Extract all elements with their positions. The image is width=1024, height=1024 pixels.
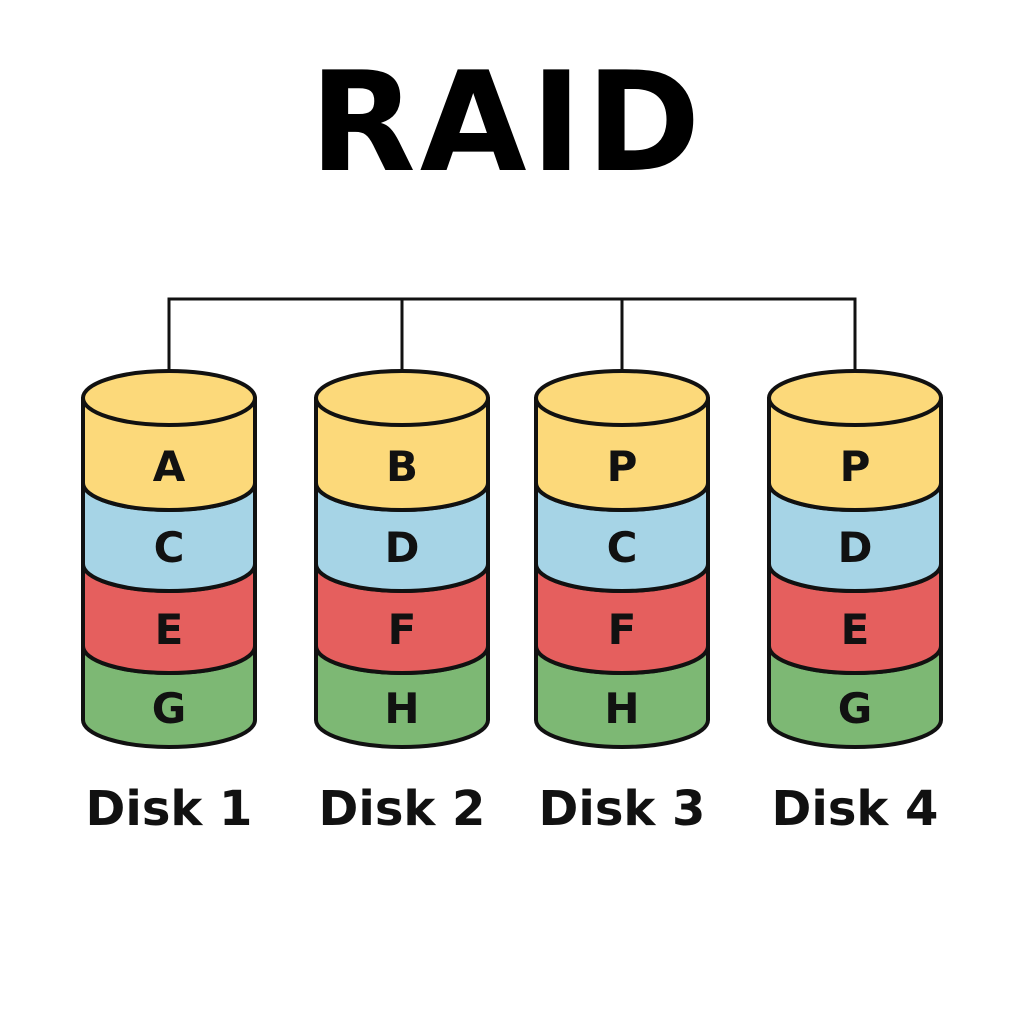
disk-4-band-1	[767, 396, 943, 512]
disk-4-name-label: Disk 4	[772, 781, 939, 837]
disk-3-block-4-label: H	[604, 684, 639, 733]
disk-1-block-3-label: E	[155, 605, 184, 654]
disk-2-block-3-label: F	[388, 605, 417, 654]
disk-3-name-label: Disk 3	[539, 781, 706, 837]
disk-3-band-3	[534, 562, 710, 675]
disk-2-name-label: Disk 2	[319, 781, 486, 837]
disk-1-band-2	[81, 481, 257, 593]
disk-2-top-cap	[314, 369, 490, 427]
disk-4-band-2	[767, 481, 943, 593]
disk-3-band-1	[534, 396, 710, 512]
disk-4-block-4-label: G	[838, 684, 872, 733]
disk-2-band-3	[314, 562, 490, 675]
disk-1-name-label: Disk 1	[86, 781, 253, 837]
disk-3-block-2-label: C	[607, 523, 638, 572]
disk-3-band-2	[534, 481, 710, 593]
disk-1-band-3	[81, 562, 257, 675]
disk-1-block-1-label: A	[153, 442, 186, 491]
disk-2-block-2-label: D	[385, 523, 420, 572]
disk-3-block-3-label: F	[608, 605, 637, 654]
disk-3-top-cap	[534, 369, 710, 427]
disk-4-block-1-label: P	[840, 442, 871, 491]
disk-4-block-3-label: E	[841, 605, 870, 654]
connector-bus	[167, 297, 857, 373]
disk-1-block-4-label: G	[152, 684, 186, 733]
disk-4-band-3	[767, 562, 943, 675]
disk-1-block-2-label: C	[154, 523, 185, 572]
disk-2-band-1	[314, 396, 490, 512]
disk-3-block-1-label: P	[607, 442, 638, 491]
disk-1-top-cap	[81, 369, 257, 427]
disk-4-block-2-label: D	[838, 523, 873, 572]
disk-1-band-1	[81, 396, 257, 512]
disk-2-band-2	[314, 481, 490, 593]
disk-4-top-cap	[767, 369, 943, 427]
diagram-title: RAID	[310, 42, 705, 203]
disk-2-block-1-label: B	[386, 442, 418, 491]
disk-2-block-4-label: H	[384, 684, 419, 733]
